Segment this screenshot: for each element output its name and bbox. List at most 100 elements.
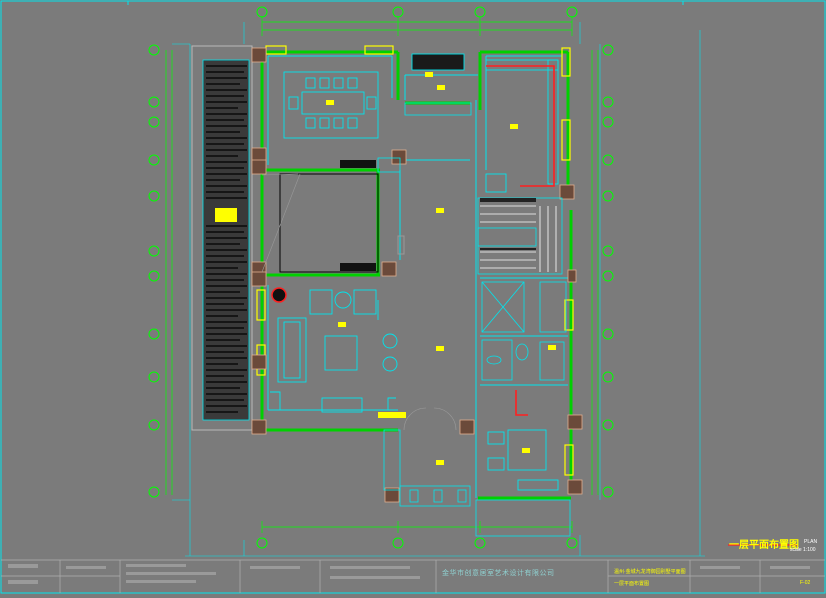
entrance-door-swing (403, 407, 457, 431)
room-tag (397, 235, 405, 255)
plan-stroke (392, 6, 404, 18)
plan-stroke (321, 397, 363, 413)
stair-treads (480, 205, 557, 272)
plan-stroke (191, 45, 253, 431)
plan-stroke (384, 487, 400, 503)
plan-stroke (148, 96, 160, 108)
bedroom (487, 429, 559, 491)
plan-stroke (486, 355, 502, 365)
plan-stroke (564, 299, 574, 331)
staircase (477, 197, 563, 275)
fireplace-icon (271, 287, 287, 303)
plan-title-en: PLAN (804, 539, 818, 545)
plan-stroke (602, 190, 614, 202)
plan-stroke (366, 96, 377, 110)
dining-set (283, 71, 379, 139)
plan-stroke (404, 102, 472, 116)
room-tag (326, 100, 334, 105)
plan-stroke (433, 489, 443, 503)
axis-bubbles-right (602, 44, 614, 498)
void-sill (340, 160, 376, 168)
plan-stroke (602, 486, 614, 498)
elevator (481, 281, 567, 333)
plan-stroke (567, 269, 577, 283)
plan-stroke (324, 335, 358, 371)
plan-stroke (66, 566, 106, 569)
room-tag (436, 460, 444, 465)
room-tag (436, 208, 444, 213)
plan-stroke (602, 96, 614, 108)
plan-stroke (547, 59, 559, 185)
plan-stroke (602, 419, 614, 431)
plan-stroke (277, 317, 307, 383)
title-block-fill (8, 564, 810, 584)
plan-stroke (770, 566, 810, 569)
void-diagonals (261, 173, 301, 273)
plan-stroke (459, 419, 475, 435)
plan-stroke (283, 321, 301, 379)
plan-stroke (403, 407, 427, 431)
living-room-set (270, 289, 398, 413)
plan-stroke (8, 580, 38, 584)
kitchen-cabinets (411, 53, 559, 193)
plan-stroke (381, 261, 397, 277)
plan-stroke (409, 489, 419, 503)
plan-stroke (148, 371, 160, 383)
plan-stroke (256, 289, 266, 321)
axis-bubbles-bottom (256, 537, 578, 549)
plan-stroke (567, 414, 583, 430)
plan-stroke (148, 44, 160, 56)
plan-stroke (457, 489, 467, 503)
plan-stroke (305, 77, 316, 89)
top-dimension (261, 16, 573, 36)
room-tag (437, 85, 445, 90)
plan-stroke (353, 289, 377, 315)
plan-stroke (602, 371, 614, 383)
plan-stroke (126, 564, 186, 567)
plan-stroke (567, 479, 583, 495)
room-tag (510, 124, 518, 129)
plan-stroke (474, 6, 486, 18)
plan-stroke (602, 328, 614, 340)
plan-stroke (561, 47, 571, 77)
plan-stroke (261, 173, 299, 176)
title-block (1, 559, 825, 593)
void-sill (340, 263, 376, 271)
plan-stroke (487, 431, 505, 445)
bottom-dimension (261, 521, 573, 533)
room-tag (215, 208, 237, 222)
plan-stroke (700, 566, 740, 569)
plan-stroke (602, 44, 614, 56)
plan-stroke (481, 281, 525, 333)
plan-stroke (288, 96, 299, 110)
entrance-porch (383, 429, 571, 537)
plan-stroke (148, 116, 160, 128)
door-frame (378, 412, 406, 418)
plan-scale: scale 1:100 (790, 547, 816, 553)
plan-stroke (515, 343, 529, 361)
grid-lines (172, 22, 705, 557)
plan-stroke (566, 6, 578, 18)
plan-stroke (602, 116, 614, 128)
plan-stroke (485, 173, 507, 193)
right-dimension (591, 50, 599, 495)
axis-bubbles-top (256, 6, 578, 18)
plan-stroke (256, 6, 268, 18)
plan-stroke (301, 91, 365, 115)
bedroom-wall-accent (515, 390, 528, 416)
plan-stroke (319, 117, 330, 129)
plan-stroke (485, 59, 559, 71)
plan-stroke (411, 53, 465, 71)
plan-stroke (251, 419, 267, 435)
plan-stroke (251, 271, 267, 287)
plan-stroke (602, 245, 614, 257)
plan-stroke (377, 157, 401, 173)
plan-stroke (487, 457, 505, 471)
axis-bubbles-left (148, 44, 160, 498)
plan-stroke (347, 117, 358, 129)
plan-stroke (270, 391, 396, 411)
interior-walls (267, 55, 568, 498)
plan-stroke (126, 572, 216, 575)
